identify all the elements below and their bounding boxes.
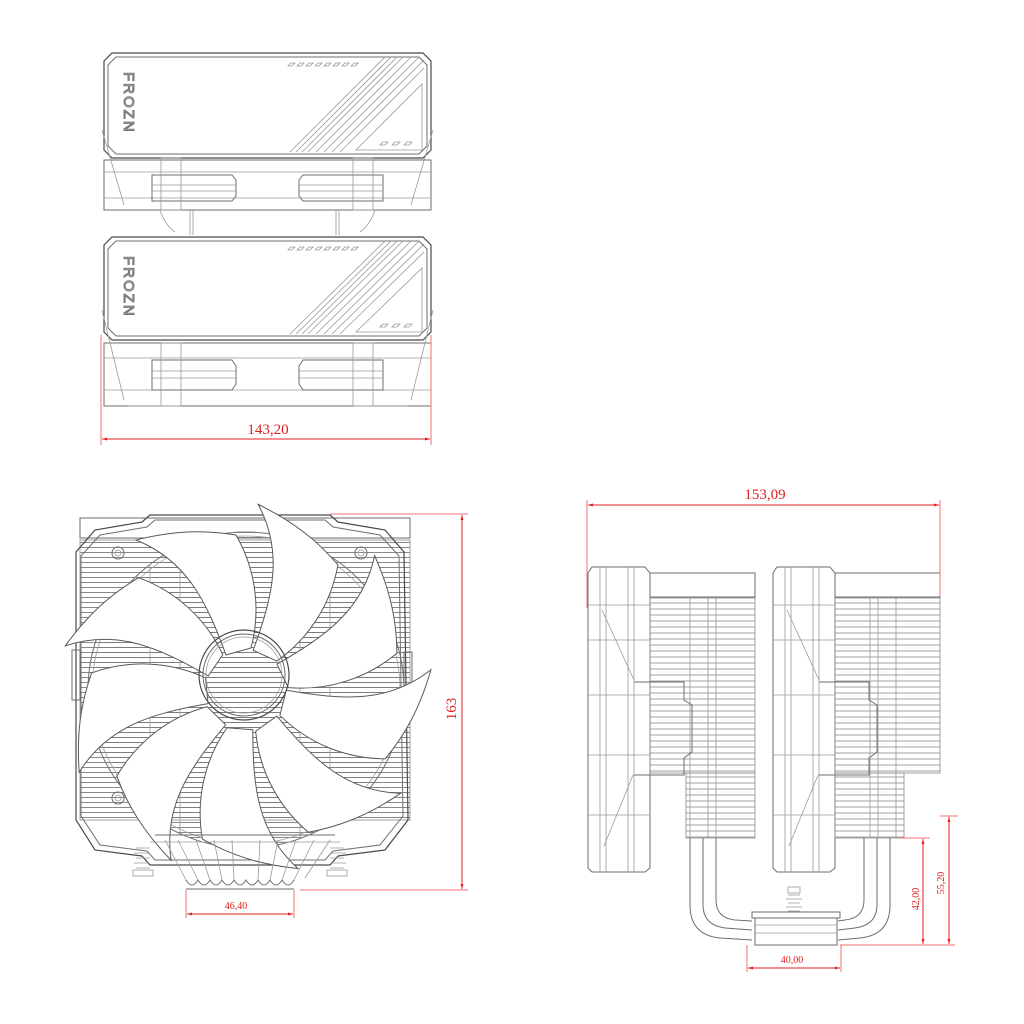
side-heatpipes: [689, 838, 891, 941]
dimension-base-side: 40,00: [746, 945, 842, 972]
dimension-height-front: 163: [300, 513, 468, 891]
dimension-label-163: 163: [444, 698, 460, 721]
brand-text-1: FROZN: [120, 72, 137, 134]
top-fan-1: FROZN: [101, 52, 434, 235]
top-view: FROZN: [100, 52, 434, 445]
dimension-clearance-55: 55,20: [936, 815, 958, 944]
side-tower-left: [587, 566, 756, 873]
dimension-label-153-09: 153,09: [744, 487, 785, 503]
side-view: 153,09 40,00 42,00 55,20: [586, 487, 958, 972]
dimension-depth-side: 153,09: [586, 487, 941, 608]
side-base: [751, 886, 841, 946]
dimension-label-46-40: 46,40: [225, 901, 248, 912]
top-fan-2: FROZN: [101, 236, 434, 407]
dimension-base-front: 46,40: [185, 890, 295, 918]
fan-blades: [64, 503, 432, 870]
side-tower-right: [772, 566, 941, 873]
dimension-clearance-42: 42,00: [840, 837, 955, 946]
dimension-label-40-00: 40,00: [781, 955, 804, 966]
dimension-width-top: 143,20: [100, 335, 432, 445]
fan-hub: [198, 629, 290, 721]
dimension-label-42-00: 42,00: [911, 888, 922, 911]
front-heatpipes: [132, 834, 348, 890]
dimension-label-55-20: 55,20: [936, 872, 947, 895]
brand-text-2: FROZN: [120, 256, 137, 318]
dimension-label-143: 143,20: [247, 422, 288, 438]
front-view: 163 46,40: [64, 503, 468, 918]
